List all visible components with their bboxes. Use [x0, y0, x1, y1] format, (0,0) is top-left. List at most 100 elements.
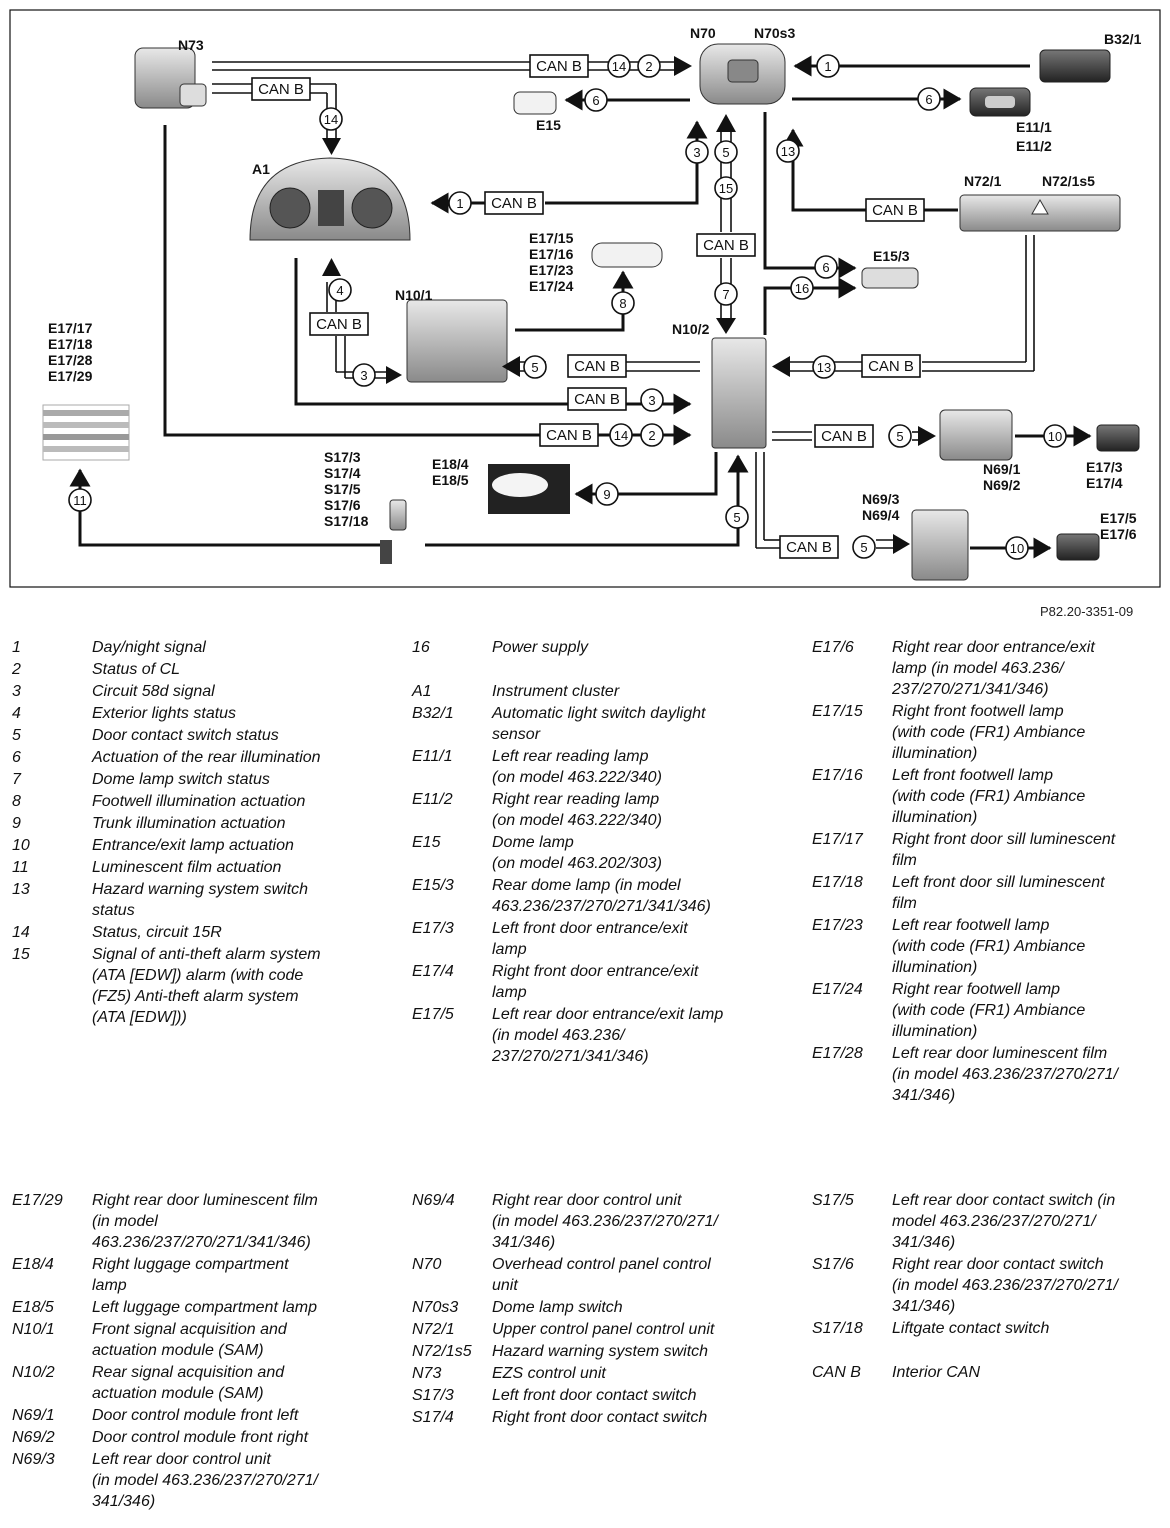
legend-description: 341/346) — [892, 1234, 956, 1251]
legend-key: 8 — [12, 793, 21, 810]
legend-key: S17/18 — [812, 1320, 863, 1337]
legend-key: A1 — [412, 683, 432, 700]
label-e17-23: E17/23 — [529, 262, 574, 278]
signal-5: 5 — [725, 505, 749, 529]
can-b-box: CAN B — [484, 191, 544, 215]
n10-2-rear-sam-picture — [711, 337, 767, 449]
legend-description: Overhead control panel control — [492, 1256, 711, 1273]
legend-description: actuation module (SAM) — [92, 1385, 264, 1402]
signal-14: 14 — [319, 107, 343, 131]
svg-text:6: 6 — [592, 93, 599, 108]
label-n72-1s5: N72/1s5 — [1042, 173, 1095, 189]
legend-key: 16 — [412, 639, 430, 656]
legend-description: 463.236/237/270/271/341/346) — [92, 1234, 311, 1251]
label-s17-18: S17/18 — [324, 513, 369, 529]
legend-row: N72/1 Upper control panel control unit — [412, 1319, 802, 1340]
legend-description: Signal of anti-theft alarm system — [92, 946, 321, 963]
signal-1: 1 — [816, 54, 840, 78]
n73-ezs-picture — [134, 47, 207, 109]
legend-description: (ATA [EDW]) alarm (with code — [92, 967, 304, 984]
legend-key: S17/6 — [812, 1256, 854, 1273]
legend-description: Right rear door control unit — [492, 1192, 682, 1209]
figure-reference: P82.20-3351-09 — [1040, 604, 1134, 619]
can-b-box: CAN B — [539, 423, 599, 447]
label-n69-2: N69/2 — [983, 477, 1021, 493]
legend-key: E17/24 — [812, 981, 863, 998]
label-n72-1: N72/1 — [964, 173, 1002, 189]
svg-text:10: 10 — [1048, 429, 1062, 444]
legend-key: N72/1 — [412, 1321, 455, 1338]
label-e17-18: E17/18 — [48, 336, 93, 352]
label-e17-15: E17/15 — [529, 230, 574, 246]
legend-key: 2 — [12, 661, 21, 678]
signal-2: 2 — [637, 54, 661, 78]
can-b-box: CAN B — [814, 424, 874, 448]
label-e11-1: E11/1 — [1016, 119, 1052, 135]
legend-key: E18/5 — [12, 1299, 54, 1316]
legend-description: 463.236/237/270/271/341/346) — [492, 898, 711, 915]
legend-description: lamp — [92, 1277, 127, 1294]
n72-1-upper-panel-picture — [959, 194, 1121, 232]
a1-instrument-cluster-picture — [249, 157, 411, 241]
label-e17-6: E17/6 — [1100, 526, 1137, 542]
signal-13: 13 — [776, 139, 800, 163]
legend-description: 341/346) — [892, 1087, 956, 1104]
label-e18-5: E18/5 — [432, 472, 469, 488]
label-e17-3: E17/3 — [1086, 459, 1123, 475]
label-n69-1: N69/1 — [983, 461, 1021, 477]
label-e15: E15 — [536, 117, 561, 133]
legend-key: N72/1s5 — [412, 1343, 472, 1360]
legend-description: Actuation of the rear illumination — [92, 749, 321, 766]
svg-text:5: 5 — [531, 360, 538, 375]
legend-row — [412, 659, 802, 680]
legend-key: 9 — [12, 815, 21, 832]
legend-description: unit — [492, 1277, 518, 1294]
legend-description: Entrance/exit lamp actuation — [92, 837, 294, 854]
legend-description: Day/night signal — [92, 639, 206, 656]
legend-key: E17/18 — [812, 874, 863, 891]
can-b-box: CAN B — [779, 535, 839, 559]
legend-key: E17/4 — [412, 963, 454, 980]
e15-dome-lamp-picture — [513, 91, 557, 115]
legend-key: 1 — [12, 639, 21, 656]
legend-key: N69/3 — [12, 1451, 55, 1468]
legend-description: Dome lamp switch — [492, 1299, 623, 1316]
e18-trunk-lamp-picture — [488, 464, 570, 514]
legend-key: N10/1 — [12, 1321, 55, 1338]
legend-description: Left front door sill luminescent — [892, 874, 1105, 891]
legend-description: Left rear door control unit — [92, 1451, 271, 1468]
svg-text:CAN B: CAN B — [703, 237, 749, 254]
svg-text:3: 3 — [360, 368, 367, 383]
legend-description: Upper control panel control unit — [492, 1321, 715, 1338]
e17-5-6-entrance-lamp-picture — [1056, 533, 1100, 561]
legend-description: film — [892, 895, 917, 912]
signal-10: 10 — [1005, 536, 1029, 560]
legend-description: Right front door contact switch — [492, 1409, 708, 1426]
legend-description: Dome lamp switch status — [92, 771, 270, 788]
legend-key: E11/2 — [412, 791, 453, 808]
legend-description: (on model 463.222/340) — [492, 769, 662, 786]
svg-text:3: 3 — [693, 145, 700, 160]
legend-description: Door control module front left — [92, 1407, 299, 1424]
label-n69-3: N69/3 — [862, 491, 900, 507]
legend-description: Left rear door luminescent film — [892, 1045, 1108, 1062]
legend-key: E17/6 — [812, 639, 854, 656]
